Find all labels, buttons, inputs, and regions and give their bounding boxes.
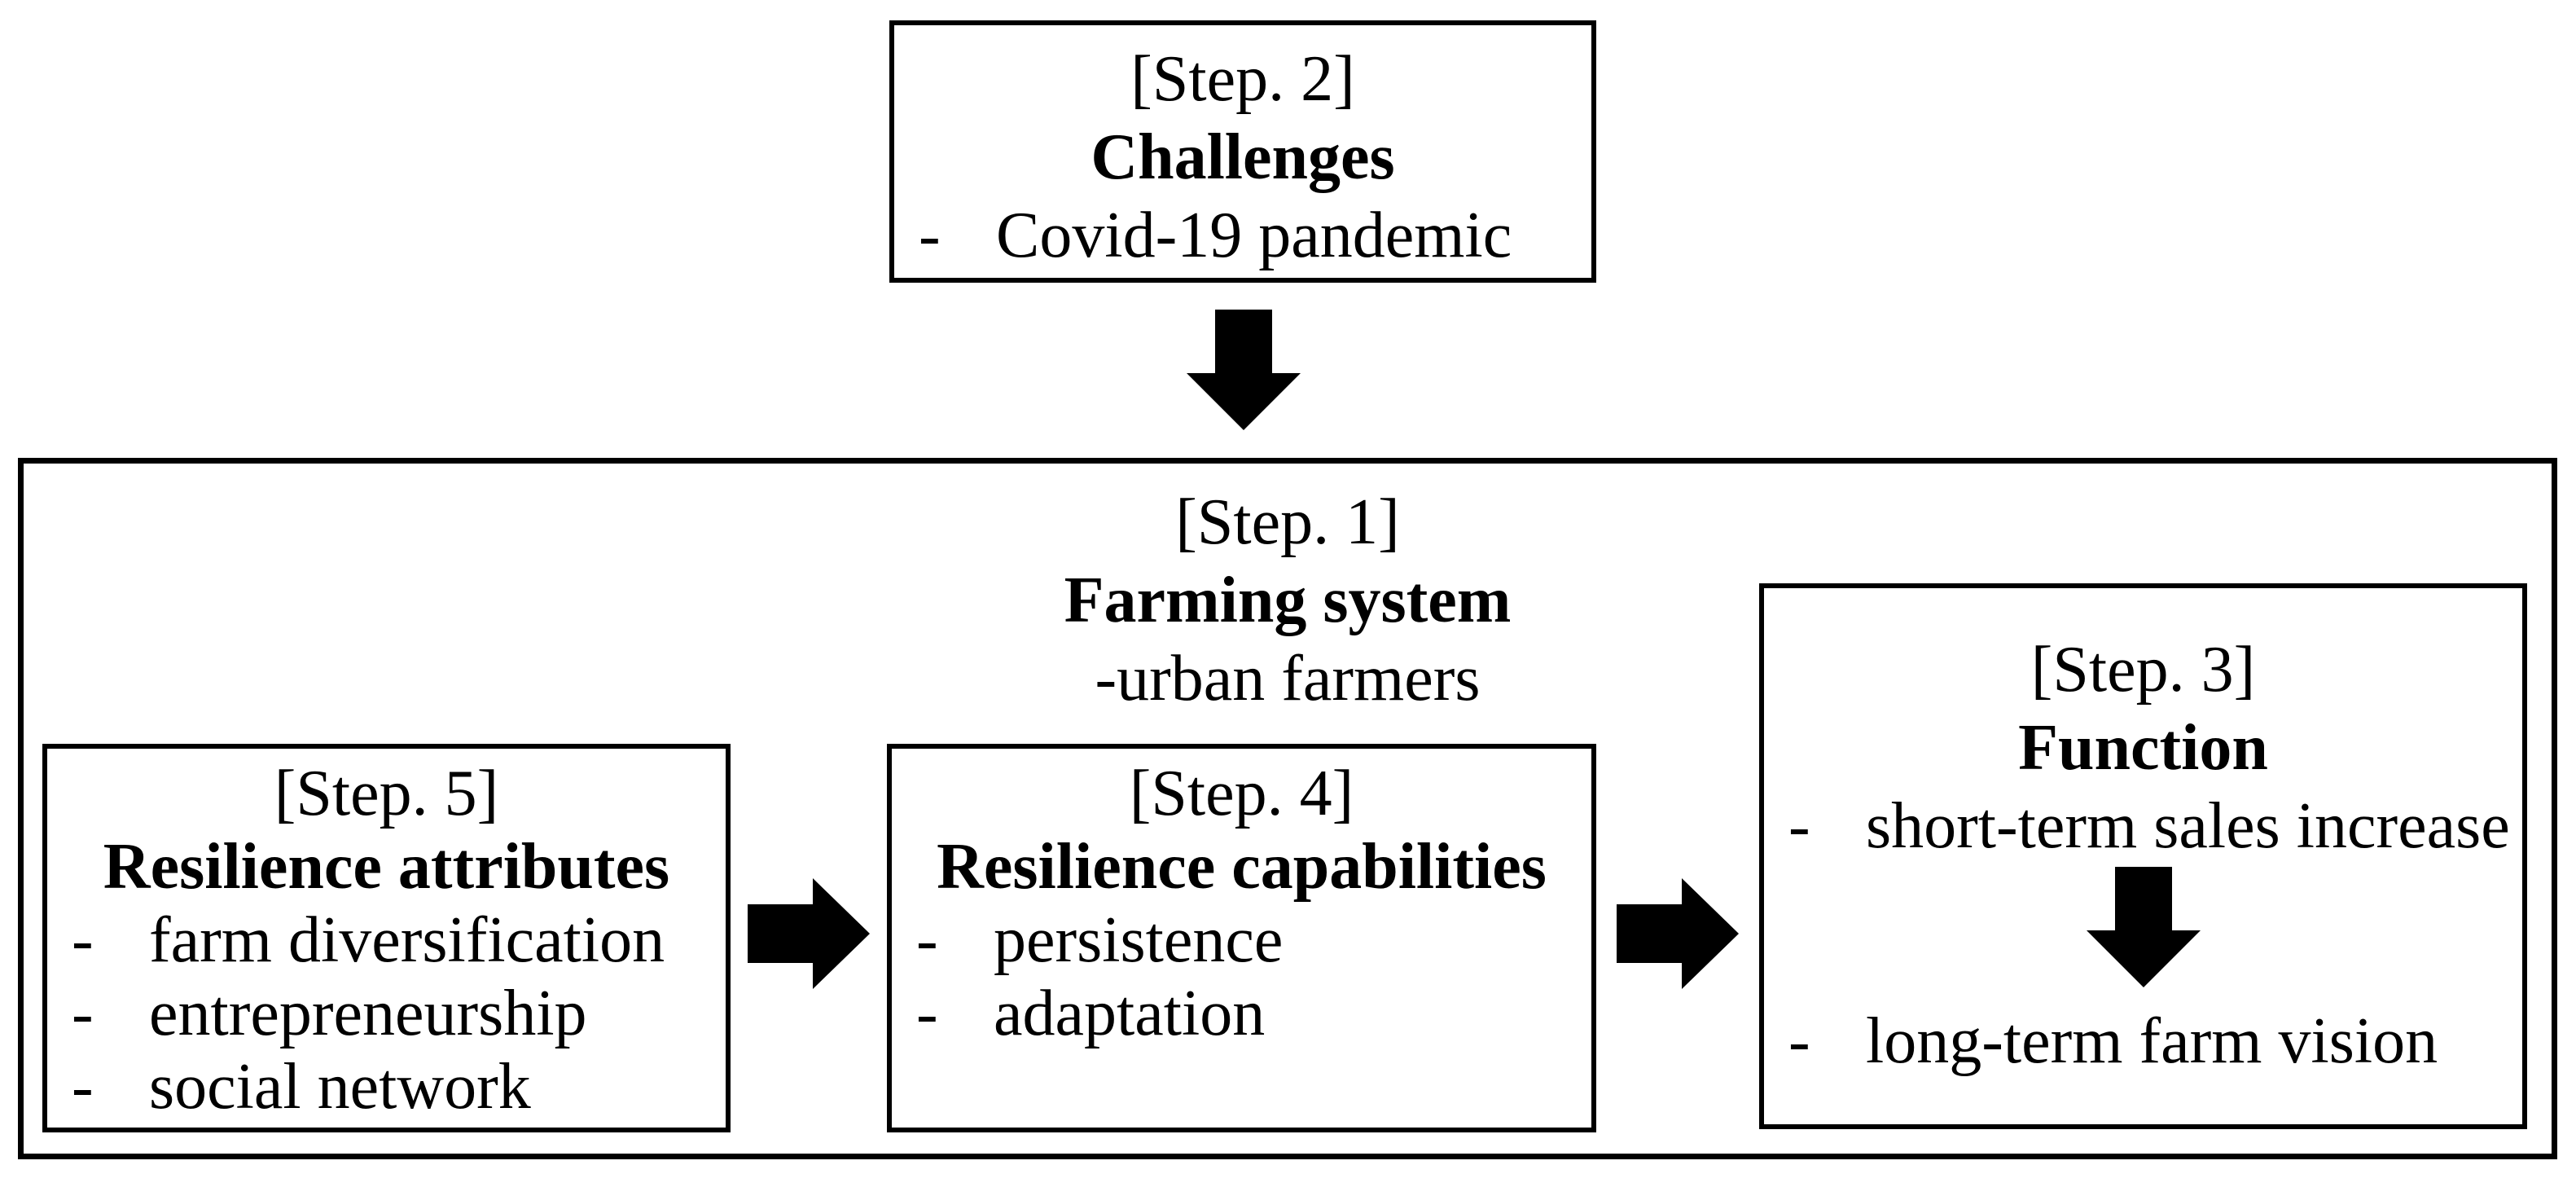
box-title: Function	[2018, 712, 2268, 784]
resilience-capabilities-box: [Step. 4] Resilience capabilities - pers…	[887, 744, 1596, 1132]
down-arrow-icon	[1187, 310, 1301, 430]
box-title: Challenges	[1091, 121, 1395, 193]
list-marker: -	[916, 904, 938, 976]
list-item: - persistence	[892, 903, 1591, 977]
step-label: [Step. 3]	[2030, 634, 2256, 706]
step-label: [Step. 5]	[274, 758, 499, 829]
list-marker: -	[72, 904, 94, 976]
list-marker: -	[1788, 790, 1810, 862]
list-item: - short-term sales increase	[1764, 787, 2522, 865]
resilience-attributes-box: [Step. 5] Resilience attributes - farm d…	[42, 744, 731, 1132]
list-marker: -	[72, 1051, 94, 1123]
list-item: - adaptation	[892, 977, 1591, 1050]
step-label: [Step. 2]	[1130, 43, 1355, 115]
right-arrow-icon	[748, 878, 870, 989]
step-label: [Step. 4]	[1129, 758, 1354, 829]
list-marker: -	[919, 200, 941, 271]
list-item-text: social network	[149, 1051, 531, 1123]
list-marker: -	[916, 978, 938, 1049]
list-item: - farm diversification	[47, 903, 726, 977]
list-item-text: entrepreneurship	[149, 978, 587, 1049]
right-arrow-icon	[1617, 878, 1739, 989]
list-marker: -	[72, 978, 94, 1049]
function-box: [Step. 3] Function - short-term sales in…	[1759, 583, 2527, 1129]
box-subtitle: -urban farmers	[1095, 643, 1481, 714]
list-item-text: adaptation	[994, 978, 1266, 1049]
list-marker: -	[1788, 1005, 1810, 1077]
box-title: Resilience capabilities	[937, 831, 1547, 903]
box-title: Resilience attributes	[103, 831, 670, 903]
step-label: [Step. 1]	[1175, 486, 1400, 558]
list-item-text: short-term sales increase	[1866, 790, 2510, 862]
list-item: - long-term farm vision	[1764, 1002, 2522, 1080]
list-item-text: persistence	[994, 904, 1284, 976]
down-arrow-icon	[1764, 867, 2522, 987]
list-item-text: Covid-19 pandemic	[996, 200, 1512, 271]
list-item: - social network	[47, 1050, 726, 1123]
box-title: Farming system	[1064, 565, 1512, 636]
list-item-text: long-term farm vision	[1866, 1005, 2438, 1077]
list-item: - Covid-19 pandemic	[894, 196, 1591, 275]
list-item: - entrepreneurship	[47, 977, 726, 1050]
challenges-box: [Step. 2] Challenges - Covid-19 pandemic	[889, 20, 1596, 283]
list-item-text: farm diversification	[149, 904, 665, 976]
